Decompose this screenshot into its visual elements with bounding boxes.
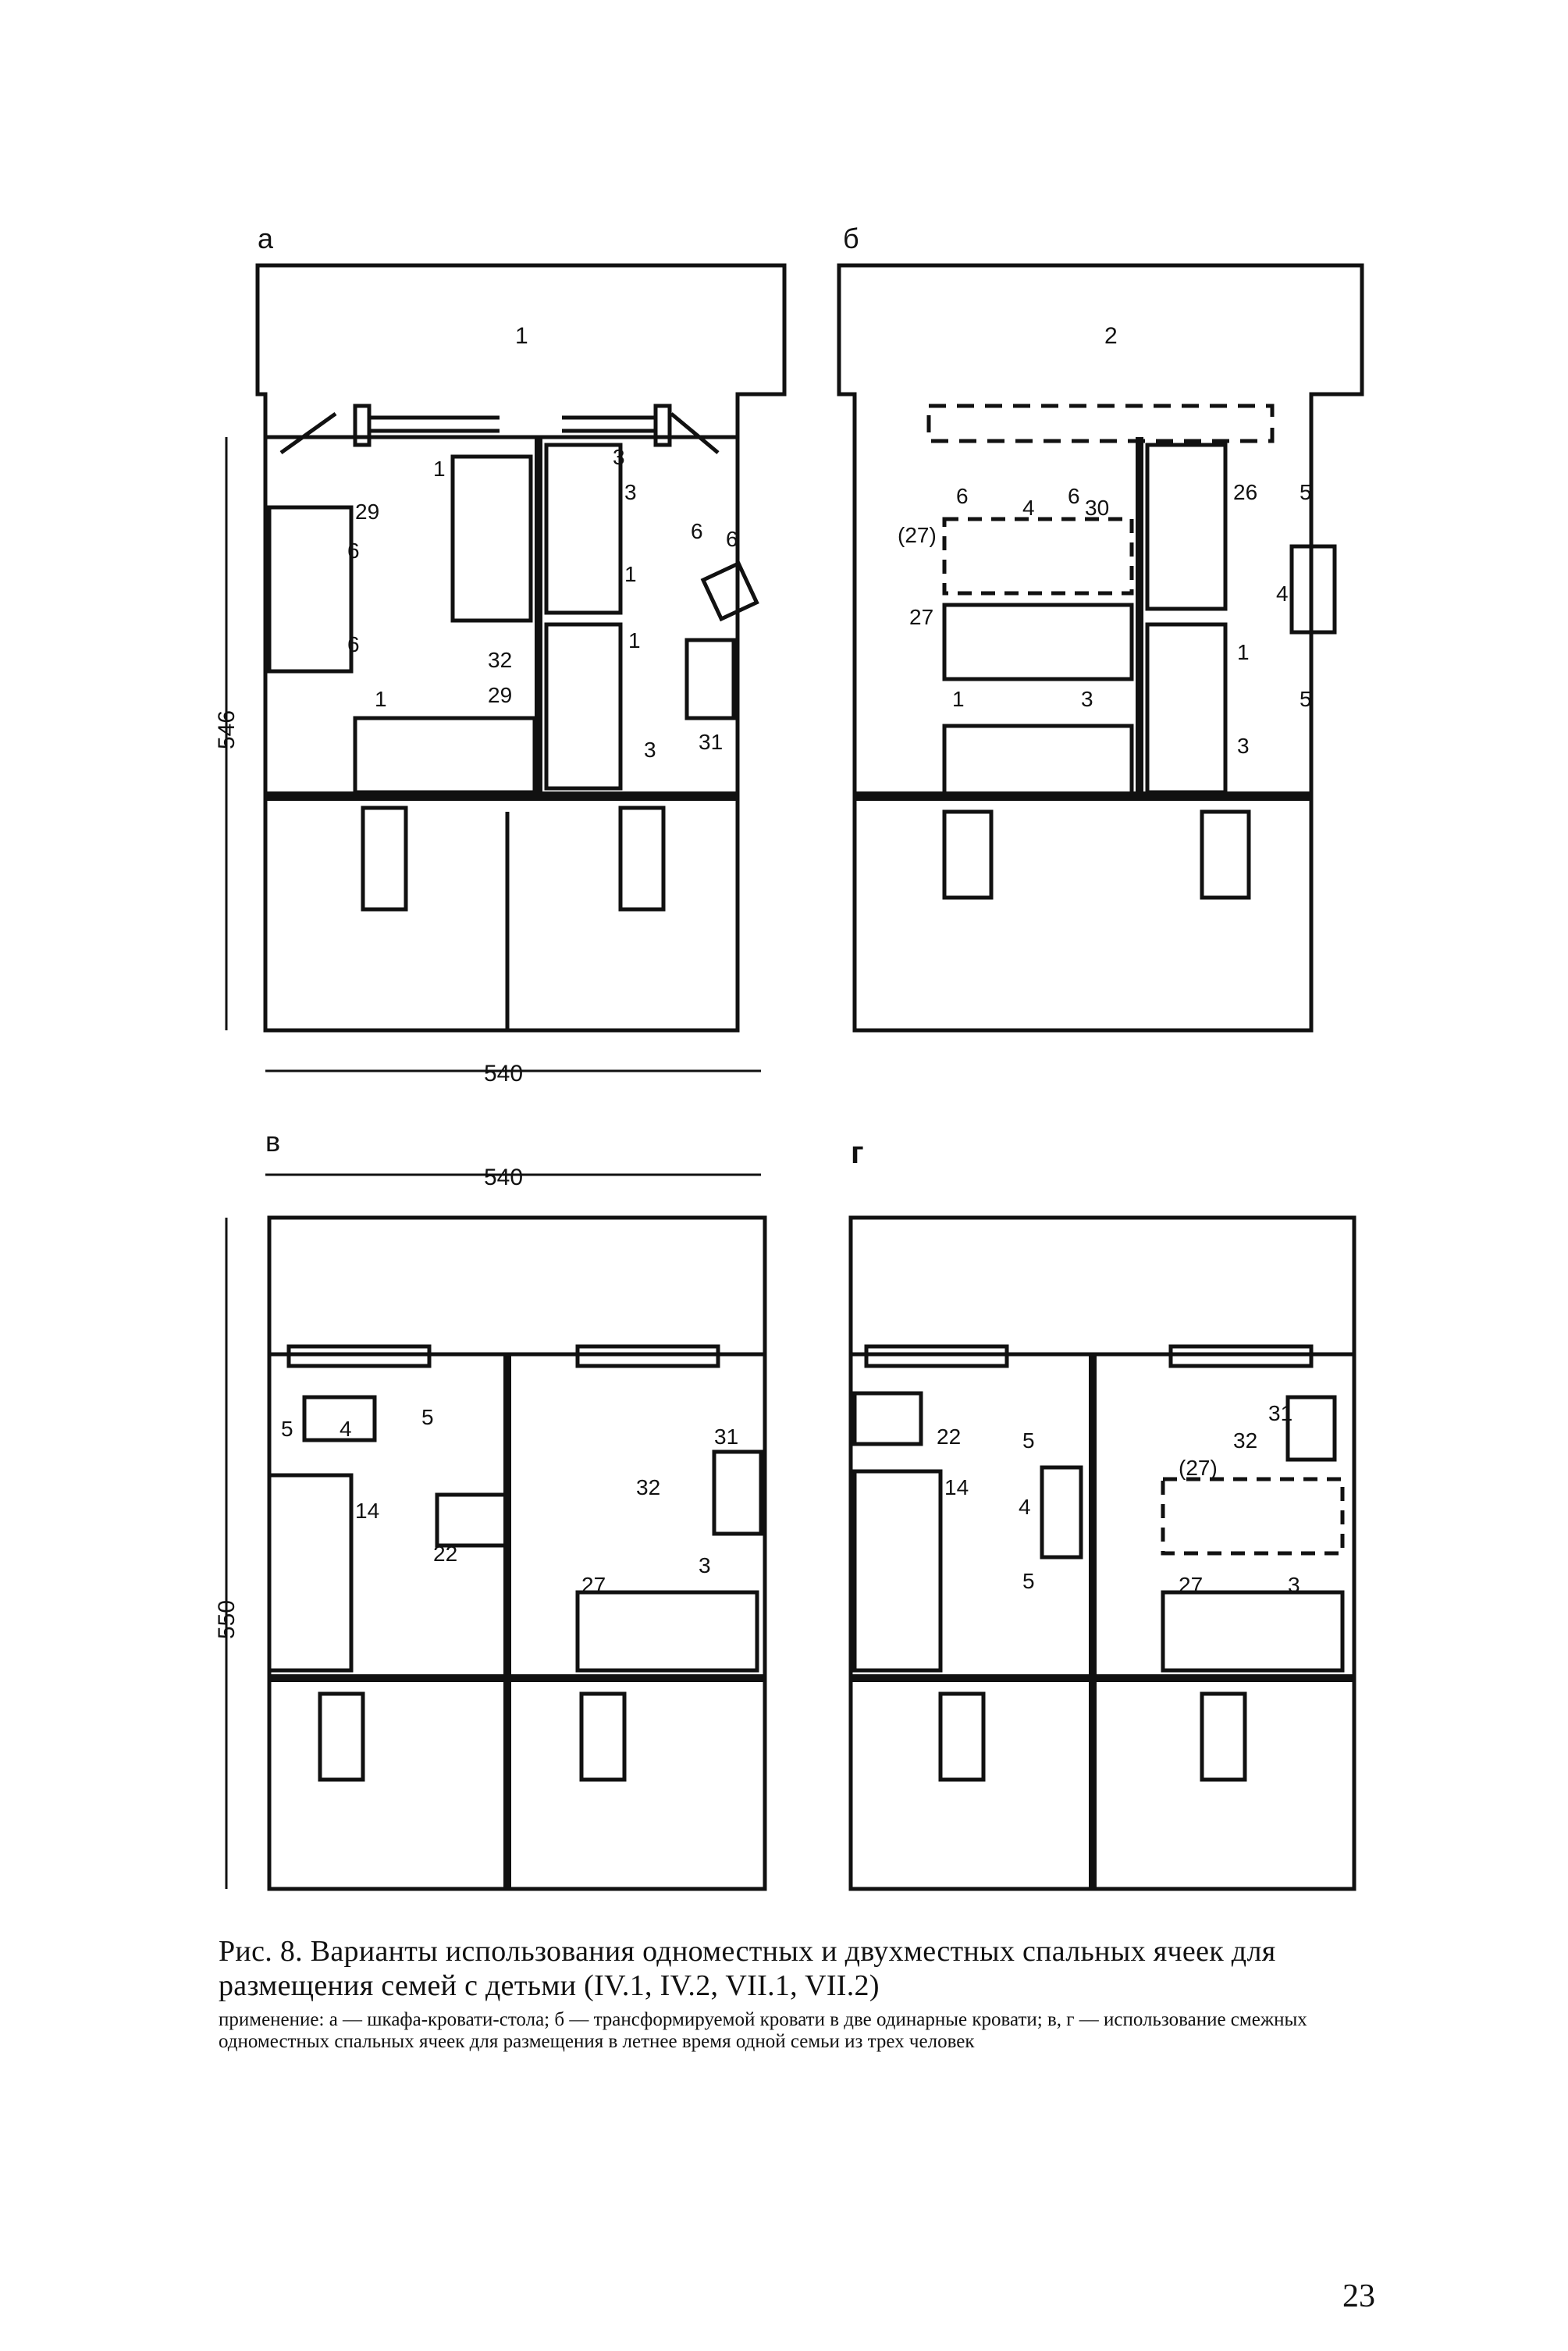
furniture-label: 4	[340, 1417, 352, 1441]
plate-v-labels: 5 5 4 14 22 31 32 3 27	[281, 1405, 738, 1597]
furniture-label: 26	[1233, 480, 1257, 504]
plate-v-letter: в	[265, 1126, 280, 1158]
plate-v-height-dimension: 550	[214, 1600, 240, 1639]
furniture-label: 6	[347, 539, 360, 563]
furniture-label: 1	[375, 687, 387, 711]
furniture-label: 14	[944, 1475, 969, 1499]
furniture-label: 3	[613, 445, 625, 469]
furniture-label: 32	[488, 648, 512, 672]
furniture-label: 6	[691, 519, 703, 543]
plate-b-letter: б	[843, 222, 859, 254]
furniture-label: 5	[421, 1405, 434, 1429]
plate-b	[837, 263, 1364, 1033]
furniture-label: 31	[1268, 1401, 1292, 1425]
furniture-label: 5	[1022, 1569, 1035, 1593]
furniture-label: 29	[355, 500, 379, 524]
furniture-label: 31	[699, 730, 723, 754]
furniture-label: 27	[909, 605, 933, 629]
furniture-label: 29	[488, 683, 512, 707]
furniture-label: 3	[699, 1553, 711, 1577]
plate-a-zone-number: 1	[515, 323, 528, 349]
furniture-label: 31	[714, 1424, 738, 1449]
furniture-label: 1	[433, 457, 446, 481]
figure-caption: Рис. 8. Варианты использования одноместн…	[219, 1935, 1276, 2002]
plate-v	[267, 1215, 767, 1891]
furniture-label: 1	[628, 628, 641, 653]
furniture-label: 5	[1300, 687, 1312, 711]
furniture-label: 1	[624, 562, 637, 586]
plate-a	[255, 263, 787, 1033]
furniture-label: 5	[1022, 1428, 1035, 1453]
plate-g-letter: г	[851, 1136, 864, 1170]
plate-g	[848, 1215, 1356, 1891]
furniture-label: (27)	[1179, 1456, 1218, 1480]
furniture-label: 6	[956, 484, 969, 508]
page-number: 23	[1342, 2278, 1375, 2314]
furniture-label: 3	[1288, 1573, 1300, 1597]
furniture-label: 32	[636, 1475, 660, 1499]
plate-g-labels: 22 14 5 4 5 31 32 (27) 27 3	[937, 1401, 1300, 1597]
dimension-lines	[225, 437, 761, 1889]
plate-v-width-dimension: 540	[484, 1165, 523, 1190]
furniture-label: 14	[355, 1499, 379, 1523]
furniture-label: 27	[1179, 1573, 1203, 1597]
furniture-label: 4	[1022, 496, 1035, 520]
furniture-label: 30	[1085, 496, 1109, 520]
furniture-label: 6	[347, 632, 360, 656]
plate-a-letter: а	[258, 222, 274, 254]
furniture-label: 3	[1237, 734, 1250, 758]
furniture-label: 6	[1068, 484, 1080, 508]
figure-caption-note: применение: а — шкафа-кровати-стола; б —…	[219, 2009, 1307, 2052]
furniture-label: (27)	[898, 523, 937, 547]
plate-b-zone-number: 2	[1104, 323, 1118, 349]
plate-a-width-dimension: 540	[484, 1061, 523, 1087]
furniture-label: 5	[281, 1417, 293, 1441]
furniture-label: 4	[1276, 582, 1289, 606]
furniture-label: 4	[1019, 1495, 1031, 1519]
furniture-label: 1	[952, 687, 965, 711]
furniture-label: 27	[581, 1573, 606, 1597]
furniture-label: 32	[1233, 1428, 1257, 1453]
plate-a-height-dimension: 546	[214, 710, 240, 749]
furniture-label: 1	[1237, 640, 1250, 664]
furniture-label: 22	[937, 1424, 961, 1449]
furniture-label: 3	[644, 738, 656, 762]
furniture-label: 3	[1081, 687, 1093, 711]
furniture-label: 6	[726, 527, 738, 551]
furniture-label: 3	[624, 480, 637, 504]
furniture-label: 5	[1300, 480, 1312, 504]
furniture-label: 22	[433, 1542, 457, 1566]
